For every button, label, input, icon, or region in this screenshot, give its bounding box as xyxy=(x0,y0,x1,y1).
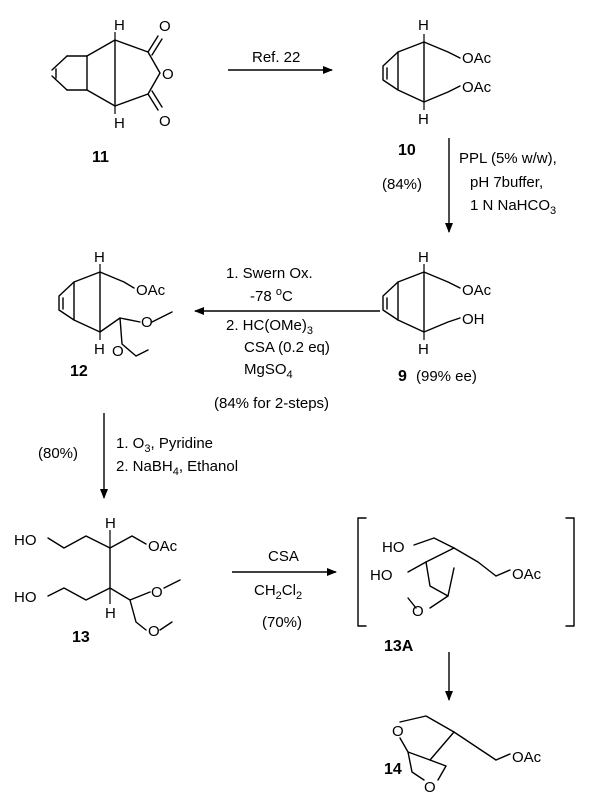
h-atom: H xyxy=(114,17,125,34)
o-atom: O xyxy=(424,779,436,796)
compound-13-structure: H H HO HO OAc O O xyxy=(14,515,181,640)
ee-note: (99% ee) xyxy=(416,368,477,385)
o-atom: O xyxy=(162,66,174,83)
ho-group: HO xyxy=(14,589,37,606)
compound-10-label: 10 xyxy=(398,142,416,159)
step2-condition: pH 7buffer, xyxy=(470,174,543,191)
h-atom: H xyxy=(418,341,429,358)
compound-11-label: 11 xyxy=(92,149,109,166)
step4-condition: 1. O3, Pyridine xyxy=(116,435,213,455)
o-atom: O xyxy=(412,603,424,620)
oac-group: OAc xyxy=(462,50,492,67)
step5-condition: CH2Cl2 xyxy=(254,582,302,602)
h-atom: H xyxy=(114,115,125,132)
h-atom: H xyxy=(418,249,429,266)
h-atom: H xyxy=(418,17,429,34)
o-atom: O xyxy=(159,18,171,35)
step1-condition: Ref. 22 xyxy=(252,49,300,66)
compound-9-structure: H H OAc OH xyxy=(382,249,492,358)
step2-condition: PPL (5% w/w), xyxy=(459,150,557,167)
h-atom: H xyxy=(418,111,429,128)
o-atom: O xyxy=(148,623,160,640)
compound-13-label: 13 xyxy=(72,629,90,646)
h-atom: H xyxy=(94,341,105,358)
ho-group: HO xyxy=(382,539,405,556)
step5-yield: (70%) xyxy=(262,614,302,631)
ho-group: HO xyxy=(370,567,393,584)
compound-9-label: 9 xyxy=(398,368,407,385)
o-atom: O xyxy=(151,584,163,601)
compound-10-structure: H H OAc OAc xyxy=(382,17,492,128)
step4-yield: (80%) xyxy=(38,445,78,462)
step5-condition: CSA xyxy=(268,548,299,565)
oac-group: OAc xyxy=(462,79,492,96)
compound-14-label: 14 xyxy=(384,761,402,778)
oh-group: OH xyxy=(462,311,485,328)
step2-condition: 1 N NaHCO3 xyxy=(470,197,556,217)
compound-13a-label: 13A xyxy=(384,638,414,655)
oac-group: OAc xyxy=(148,538,178,555)
oac-group: OAc xyxy=(136,282,166,299)
compound-13a-structure: HO HO O OAc xyxy=(357,517,575,627)
o-atom: O xyxy=(112,343,124,360)
compound-14-structure: O O OAc xyxy=(392,715,542,796)
step3-condition: -78 oC xyxy=(250,286,293,305)
o-atom: O xyxy=(159,113,171,130)
compound-11-structure: H H O O O xyxy=(51,17,174,132)
h-atom: H xyxy=(94,249,105,266)
h-atom: H xyxy=(105,515,116,532)
o-atom: O xyxy=(392,723,404,740)
compound-12-label: 12 xyxy=(70,363,88,380)
o-atom: O xyxy=(141,314,153,331)
step3-condition: 1. Swern Ox. xyxy=(226,265,313,282)
step2-yield: (84%) xyxy=(382,176,422,193)
oac-group: OAc xyxy=(462,282,492,299)
step4-condition: 2. NaBH4, Ethanol xyxy=(116,458,238,478)
h-atom: H xyxy=(105,605,116,622)
step3-yield: (84% for 2-steps) xyxy=(214,395,329,412)
step3-condition: MgSO4 xyxy=(244,361,293,381)
step3-condition: CSA (0.2 eq) xyxy=(244,339,330,356)
step3-condition: 2. HC(OMe)3 xyxy=(226,317,313,337)
compound-12-structure: H H OAc O O xyxy=(58,249,173,360)
oac-group: OAc xyxy=(512,749,542,766)
ho-group: HO xyxy=(14,532,37,549)
oac-group: OAc xyxy=(512,566,542,583)
